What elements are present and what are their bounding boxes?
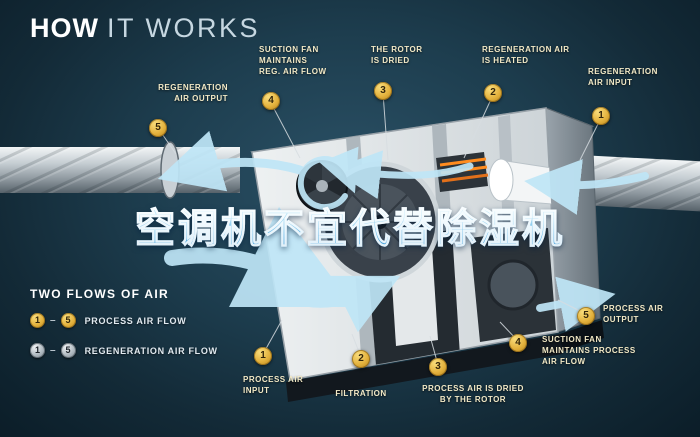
callout-label-regeneration-air-input: REGENERATION AIR INPUT [588, 67, 658, 88]
step-badge-process-fan: 4 [509, 334, 527, 352]
legend: TWO FLOWS OF AIR 1 – 5 PROCESS AIR FLOW … [30, 287, 218, 373]
callout-label-regeneration-air-heated: REGENERATION AIR IS HEATED [482, 45, 570, 66]
step-badge-process-dried: 3 [429, 358, 447, 376]
step-badge-regeneration-output: 5 [149, 119, 167, 137]
legend-range-dash: – [50, 315, 56, 326]
callout-label-regeneration-air-output: REGENERATION AIR OUTPUT [158, 83, 228, 104]
step-badge-process-output: 5 [577, 307, 595, 325]
title-bold: HOW [30, 13, 99, 43]
airflow-arrows [157, 130, 649, 333]
legend-label-regeneration-air-flow: REGENERATION AIR FLOW [84, 345, 218, 356]
legend-badge-regeneration-start: 1 [30, 343, 45, 358]
legend-label-process-air-flow: PROCESS AIR FLOW [84, 315, 187, 326]
legend-badge-process-end: 5 [60, 313, 76, 328]
process-fan-wheel [487, 259, 539, 311]
step-badge-rotor-dried: 3 [374, 82, 392, 100]
legend-row-regeneration-air-flow: 1 – 5 REGENERATION AIR FLOW [30, 343, 218, 358]
legend-heading: TWO FLOWS OF AIR [30, 287, 170, 301]
callout-label-filtration: FILTRATION [335, 389, 387, 398]
step-badge-filtration: 2 [352, 350, 370, 368]
callout-label-suction-fan-reg: SUCTION FAN MAINTAINS REG. AIR FLOW [259, 45, 327, 77]
legend-row-process-air-flow: 1 – 5 PROCESS AIR FLOW [30, 313, 218, 328]
callout-label-process-air-input: PROCESS AIR INPUT [243, 375, 304, 396]
step-badge-regeneration-fan: 4 [262, 92, 280, 110]
regeneration-outflow-arrow [157, 130, 305, 192]
callout-label-process-air-output: PROCESS AIR OUTPUT [603, 304, 664, 325]
title-light: IT WORKS [106, 13, 260, 43]
callout-label-suction-fan-process: SUCTION FAN MAINTAINS PROCESS AIR FLOW [542, 335, 636, 367]
legend-badge-process-start: 1 [30, 313, 45, 328]
legend-range-dash: – [50, 345, 56, 356]
callout-label-rotor-is-dried: THE ROTOR IS DRIED [371, 45, 423, 66]
machine-base-front [286, 334, 562, 402]
step-badge-air-heated: 2 [484, 84, 502, 102]
machine-body [250, 107, 604, 402]
step-badge-regeneration-input: 1 [592, 107, 610, 125]
legend-badge-regeneration-end: 5 [60, 343, 76, 358]
fan-swirl-arrow [297, 146, 359, 211]
process-inflow-arrow [164, 206, 355, 308]
regeneration-inflow-arrow [524, 159, 649, 215]
callout-label-process-air-dried: PROCESS AIR IS DRIED BY THE ROTOR [422, 384, 524, 405]
watermark-text: 空调机不宜代替除湿机 [0, 196, 700, 254]
rotor-crossflow-arrow [331, 150, 474, 200]
process-internal-arrow [301, 275, 401, 333]
step-badge-process-input: 1 [254, 347, 272, 365]
